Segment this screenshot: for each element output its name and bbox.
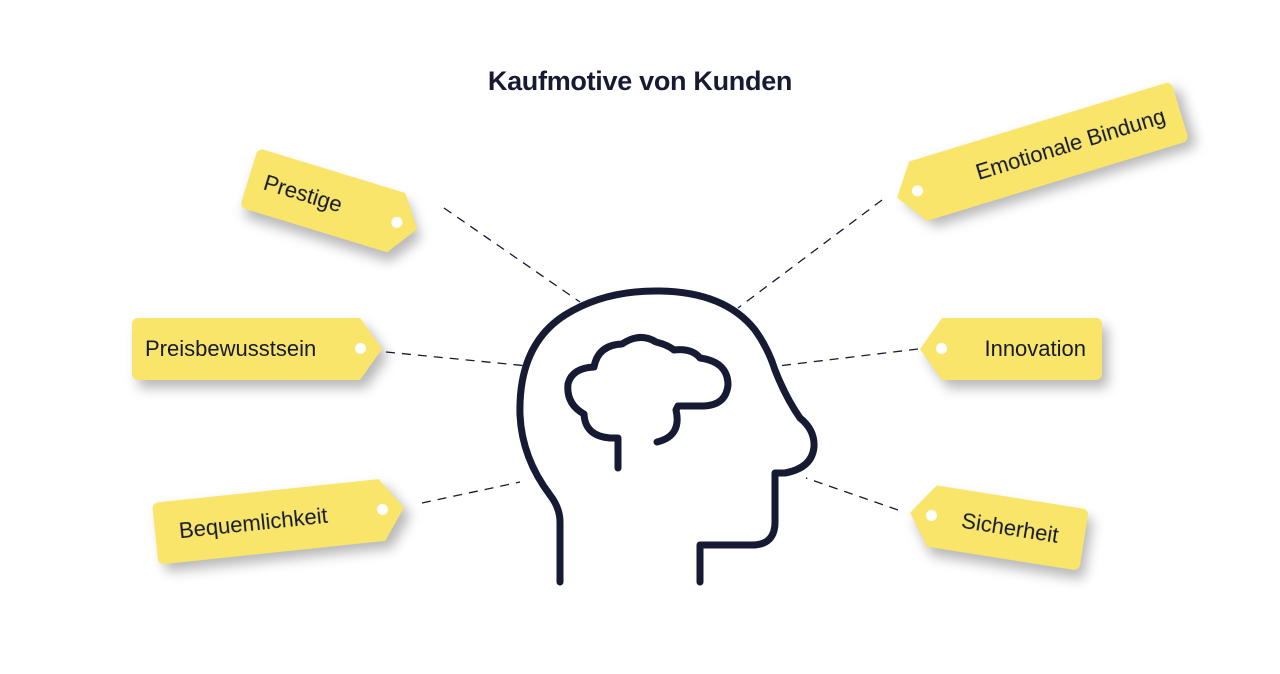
diagram-title: Kaufmotive von Kunden	[487, 66, 793, 96]
tag-preisbewusstsein-wrap: Preisbewusstsein	[132, 318, 382, 380]
tag-label: Bequemlichkeit	[177, 502, 329, 544]
tag-label: Preisbewusstsein	[145, 336, 317, 361]
connector-emotionale-bindung	[737, 199, 883, 309]
connector-bequemlichkeit	[421, 481, 521, 504]
tag-innovation: Innovation	[920, 318, 1102, 380]
tag-hole-icon	[936, 343, 947, 354]
tag-innovation-wrap: Innovation	[920, 318, 1102, 380]
tag-preisbewusstsein: Preisbewusstsein	[132, 318, 382, 380]
tag-label: Innovation	[984, 336, 1086, 361]
connector-preisbewusstsein	[385, 351, 529, 367]
tag-label: Prestige	[260, 169, 346, 218]
connector-prestige	[443, 207, 581, 303]
connector-lines	[385, 199, 919, 511]
connector-sicherheit	[805, 477, 899, 511]
tag-hole-icon	[911, 184, 925, 198]
tag-hole-icon	[390, 215, 404, 229]
connector-innovation	[777, 348, 919, 367]
tag-hole-icon	[355, 343, 366, 354]
tag-label: Sicherheit	[959, 507, 1061, 548]
tag-hole-icon	[376, 503, 388, 515]
head-with-brain-icon	[516, 287, 818, 586]
tag-hole-icon	[925, 509, 938, 522]
